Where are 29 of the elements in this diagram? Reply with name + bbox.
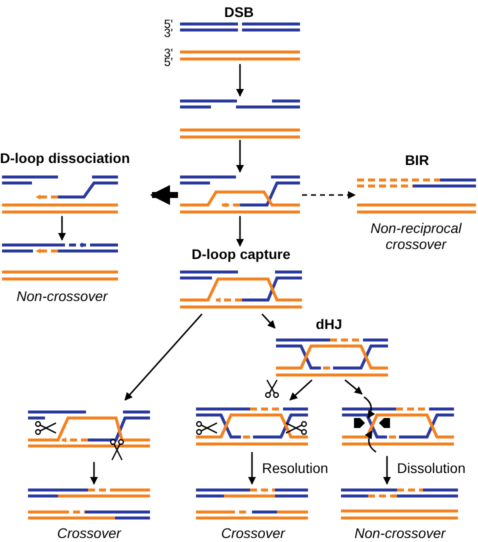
strand-end-label: 5': [164, 56, 173, 68]
arrow: [289, 379, 312, 401]
arrow: [124, 314, 203, 401]
arrow: [383, 456, 391, 485]
edge-label: Dissolution: [397, 460, 466, 476]
outcome-caption: Non-crossover: [15, 288, 109, 304]
arrow: [344, 379, 363, 395]
arrow: [302, 191, 356, 199]
step-heading: DSB: [224, 4, 254, 20]
arrow: [90, 462, 98, 485]
arrow: [236, 64, 244, 97]
arrow: [261, 313, 276, 329]
strand-end-label: 3': [164, 47, 173, 59]
strand-end-label: 3': [164, 27, 173, 39]
outcome-caption: Crossover: [220, 525, 286, 541]
strand-end-label: 5': [164, 18, 173, 30]
outcome-caption: Non-crossover: [353, 525, 447, 541]
arrow: [150, 185, 178, 205]
arrow: [58, 216, 66, 241]
outcome-caption: Crossover: [56, 525, 122, 541]
arrow: [236, 216, 244, 247]
arrow: [236, 140, 244, 173]
step-heading: D-loop dissociation: [0, 150, 130, 166]
step-heading: dHJ: [316, 316, 342, 332]
edge-label: Resolution: [262, 460, 328, 476]
outcome-caption: Non-reciprocal crossover: [369, 220, 463, 252]
step-heading: D-loop capture: [192, 246, 290, 262]
step-heading: BIR: [404, 152, 430, 168]
arrow: [248, 452, 256, 485]
